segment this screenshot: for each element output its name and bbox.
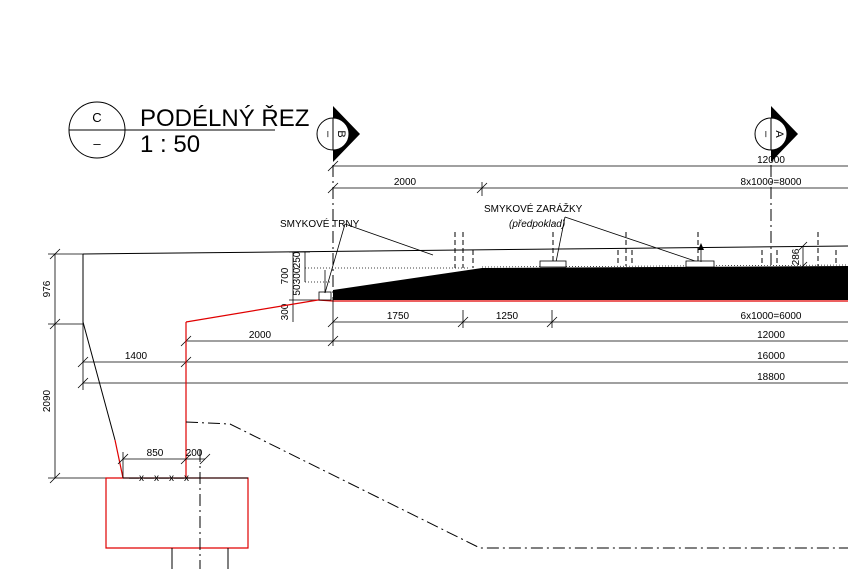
dim-1250: 1250 xyxy=(496,311,519,322)
dim-left-tick-3 xyxy=(49,472,61,484)
terrain-line xyxy=(185,421,848,549)
dim-12000-bottom: 12000 xyxy=(757,330,785,341)
dim-300b: 300 xyxy=(280,303,291,320)
dim-286-tick-2 xyxy=(798,261,808,271)
dim-2000-bottom: 2000 xyxy=(249,330,272,341)
dim-200: 200 xyxy=(186,448,203,459)
leader-stops-2 xyxy=(564,216,699,263)
dim-1400: 1400 xyxy=(125,351,148,362)
section-scale: 1 : 50 xyxy=(140,131,200,158)
section-title: PODÉLNÝ ŘEZ xyxy=(140,105,309,132)
bottom-dimensions: 1750 1250 6x1000=6000 2000 12000 1400 16… xyxy=(77,254,848,390)
dim-2090: 2090 xyxy=(42,389,53,412)
pier-top-red xyxy=(185,299,319,323)
abutment: 850 200 —x—x—x—x xyxy=(82,254,319,569)
dim-50: 50 xyxy=(292,284,303,296)
stop-arrow-icon xyxy=(698,243,704,250)
dim-200-tick xyxy=(199,453,211,465)
left-vertical-dimensions: 976 2090 700 250 300 50 300 xyxy=(42,248,318,484)
dim-8x1000: 8x1000=8000 xyxy=(741,177,802,188)
deck-top-surface xyxy=(82,245,848,255)
label-shear-stops: SMYKOVÉ ZARÁŽKY xyxy=(484,202,583,215)
title-block: C – PODÉLNÝ ŘEZ 1 : 50 xyxy=(68,101,309,159)
shear-stop-plate-1 xyxy=(539,260,567,268)
dim-850-tick-2 xyxy=(180,453,192,465)
dim-16000: 16000 xyxy=(757,351,785,362)
dim-286: 286 xyxy=(791,248,802,265)
leader-stops-1 xyxy=(555,216,566,263)
reinforcement-marks: —x—x—x—x xyxy=(129,473,189,484)
dim-976: 976 xyxy=(42,280,53,297)
dim-row2-tick-1 xyxy=(327,182,339,194)
dim-850: 850 xyxy=(147,448,164,459)
dim-300a: 300 xyxy=(292,267,303,284)
label-shear-pins: SMYKOVÉ TRNY xyxy=(280,217,360,230)
dim-250: 250 xyxy=(292,251,303,268)
dim-2000-top: 2000 xyxy=(394,177,417,188)
section-mark-b: B – xyxy=(316,106,360,162)
dim-left-tick-2 xyxy=(49,318,61,330)
leader-pins-1 xyxy=(344,223,434,256)
dim-12000-top: 12000 xyxy=(757,155,785,166)
detail-mark-letter: C xyxy=(92,110,101,125)
detail-mark-dash: – xyxy=(93,136,101,151)
concrete-slab-fill xyxy=(333,266,848,300)
deck-structure: 286 xyxy=(82,232,848,302)
section-b-dash: – xyxy=(322,131,334,138)
footing-outline xyxy=(105,477,249,549)
label-shear-stops-note: (předpoklad) xyxy=(509,219,565,230)
dim-18800: 18800 xyxy=(757,372,785,383)
shear-pin-box xyxy=(318,291,332,301)
abutment-back-red xyxy=(114,439,124,479)
section-mark-a: A – xyxy=(754,106,798,162)
dim-700: 700 xyxy=(280,267,291,284)
top-dimensions: 12000 2000 8x1000=8000 xyxy=(327,155,848,196)
dim-left-tick-1 xyxy=(49,248,61,260)
section-a-letter: A xyxy=(773,130,785,138)
leader-pins-2 xyxy=(324,223,346,294)
abutment-back-black xyxy=(82,321,116,441)
dim-6x1000: 6x1000=6000 xyxy=(741,311,802,322)
section-a-dash: – xyxy=(760,131,772,138)
dim-1750: 1750 xyxy=(387,311,410,322)
dim-12000-top-tick xyxy=(327,160,339,172)
dim-286-tick-1 xyxy=(798,241,808,251)
shear-stop-plate-2 xyxy=(685,260,715,268)
section-b-letter: B xyxy=(335,130,347,137)
slab-hatch-top xyxy=(481,264,848,268)
callouts: SMYKOVÉ TRNY SMYKOVÉ ZARÁŽKY (předpoklad… xyxy=(280,202,699,294)
